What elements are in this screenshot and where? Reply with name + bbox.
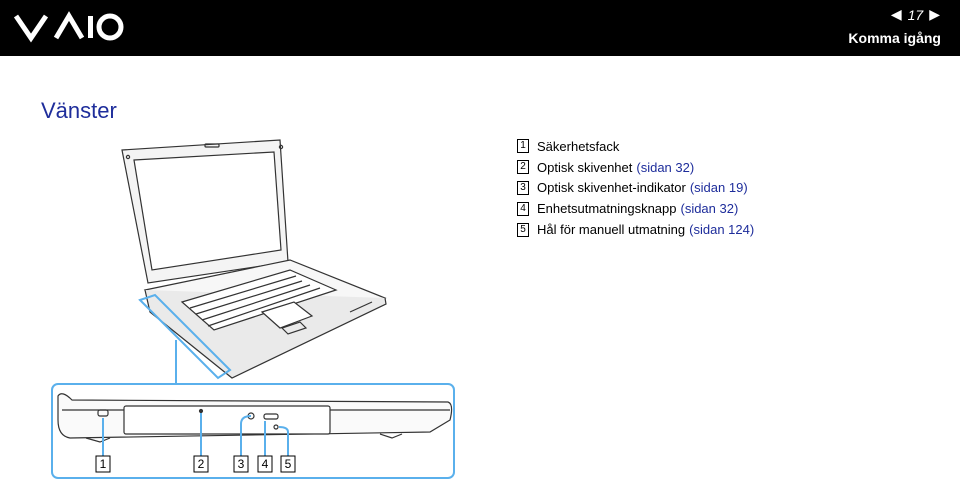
legend-item: 5 Hål för manuell utmatning (sidan 124): [517, 219, 754, 240]
section-title: Komma igång: [848, 30, 941, 46]
legend-number: 3: [517, 180, 529, 195]
callout-2: 2: [198, 457, 205, 471]
side-profile: [57, 393, 453, 443]
callout-numbers: 1 2 3 4 5: [95, 455, 296, 473]
legend-text: Optisk skivenhet-indikator: [537, 180, 686, 196]
page-heading: Vänster: [41, 98, 117, 123]
legend-text: Hål för manuell utmatning: [537, 222, 686, 238]
left-edge-highlight: [138, 293, 232, 380]
page-navigation: ◀ 17 ▶: [891, 6, 940, 23]
legend-item: 2 Optisk skivenhet (sidan 32): [517, 157, 754, 178]
previous-page-arrow-icon[interactable]: ◀: [890, 6, 902, 22]
legend-item: 3 Optisk skivenhet-indikator (sidan 19): [517, 178, 754, 199]
laptop-base: [143, 259, 387, 379]
component-legend: 1 Säkerhetsfack 2 Optisk skivenhet (sida…: [517, 136, 754, 240]
laptop-illustration: 1 2 3 4 5: [51, 139, 455, 479]
page-reference-link[interactable]: (sidan 32): [636, 159, 695, 175]
legend-text: Säkerhetsfack: [537, 138, 620, 154]
laptop-lid: [121, 139, 289, 284]
next-page-arrow-icon[interactable]: ▶: [929, 6, 940, 22]
header-bar: ◀ 17 ▶ Komma igång: [0, 0, 960, 56]
callout-lines: [102, 413, 289, 456]
page-reference-link[interactable]: (sidan 32): [680, 201, 739, 217]
vaio-logo: [12, 8, 127, 53]
legend-number: 5: [517, 222, 529, 237]
page-reference-link[interactable]: (sidan 19): [689, 180, 748, 196]
callout-5: 5: [285, 457, 292, 471]
legend-item: 4 Enhetsutmatningsknapp (sidan 32): [517, 198, 754, 219]
callout-3: 3: [238, 457, 245, 471]
legend-text: Optisk skivenhet: [537, 159, 633, 175]
legend-text: Enhetsutmatningsknapp: [537, 201, 677, 217]
legend-number: 2: [517, 160, 529, 175]
legend-number: 1: [517, 139, 529, 154]
callout-1: 1: [100, 457, 107, 471]
callout-4: 4: [262, 457, 269, 471]
legend-item: 1 Säkerhetsfack: [517, 136, 754, 157]
page-reference-link[interactable]: (sidan 124): [689, 222, 755, 238]
legend-number: 4: [517, 201, 529, 216]
page-number: 17: [907, 6, 924, 23]
